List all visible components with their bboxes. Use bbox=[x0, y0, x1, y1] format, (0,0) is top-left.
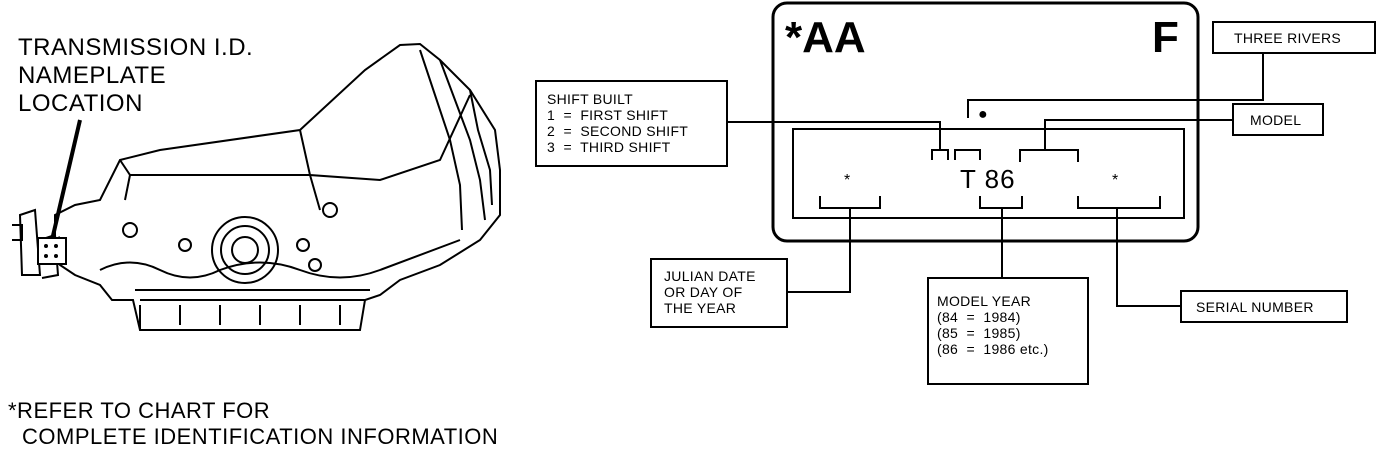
plate-right-star: * bbox=[1112, 172, 1119, 189]
model-year-line-2: (85 = 1985) bbox=[937, 325, 1021, 341]
nameplate-arrow bbox=[37, 119, 82, 265]
title-line-1: TRANSMISSION I.D. bbox=[18, 34, 254, 61]
plate-top-right-code: F bbox=[1152, 13, 1179, 62]
julian-date-callout: JULIAN DATE OR DAY OF THE YEAR bbox=[650, 258, 788, 328]
footnote-line-1: *REFER TO CHART FOR bbox=[8, 398, 271, 423]
shift-built-callout: SHIFT BUILT 1 = FIRST SHIFT 2 = SECOND S… bbox=[535, 80, 728, 167]
footnote-line-2: COMPLETE IDENTIFICATION INFORMATION bbox=[22, 424, 499, 449]
julian-date-line-1: JULIAN DATE bbox=[664, 268, 756, 284]
serial-number-callout: SERIAL NUMBER bbox=[1180, 290, 1348, 323]
shift-built-line-1: 1 = FIRST SHIFT bbox=[547, 107, 669, 123]
plate-center-code: T 86 bbox=[960, 164, 1016, 194]
model-year-title: MODEL YEAR bbox=[937, 293, 1032, 309]
shift-built-title: SHIFT BUILT bbox=[547, 91, 634, 107]
shift-built-line-3: 3 = THIRD SHIFT bbox=[547, 139, 671, 155]
model-year-callout: MODEL YEAR (84 = 1984) (85 = 1985) (86 =… bbox=[927, 277, 1089, 385]
shift-built-line-2: 2 = SECOND SHIFT bbox=[547, 123, 689, 139]
title-line-3: LOCATION bbox=[18, 90, 143, 117]
three-rivers-callout: THREE RIVERS bbox=[1212, 21, 1376, 54]
footnote: *REFER TO CHART FOR COMPLETE IDENTIFICAT… bbox=[8, 398, 498, 450]
plate-left-star: * bbox=[844, 172, 851, 189]
julian-date-line-3: THE YEAR bbox=[664, 300, 737, 316]
transmission-illustration bbox=[12, 42, 501, 331]
plate-top-left-code: *AA bbox=[785, 13, 866, 62]
serial-number-label: SERIAL NUMBER bbox=[1196, 299, 1314, 315]
model-year-line-3: (86 = 1986 etc.) bbox=[937, 341, 1049, 357]
model-year-line-1: (84 = 1984) bbox=[937, 309, 1021, 325]
connector-lines bbox=[728, 54, 1264, 307]
three-rivers-label: THREE RIVERS bbox=[1234, 30, 1342, 46]
model-callout: MODEL bbox=[1232, 103, 1324, 136]
nameplate-location-title: TRANSMISSION I.D. NAMEPLATE LOCATION bbox=[18, 34, 253, 118]
model-label: MODEL bbox=[1250, 112, 1302, 128]
nameplate-code-band bbox=[792, 128, 1185, 219]
julian-date-line-2: OR DAY OF bbox=[664, 284, 743, 300]
plate-dot: ● bbox=[978, 106, 988, 123]
title-line-2: NAMEPLATE bbox=[18, 62, 167, 89]
